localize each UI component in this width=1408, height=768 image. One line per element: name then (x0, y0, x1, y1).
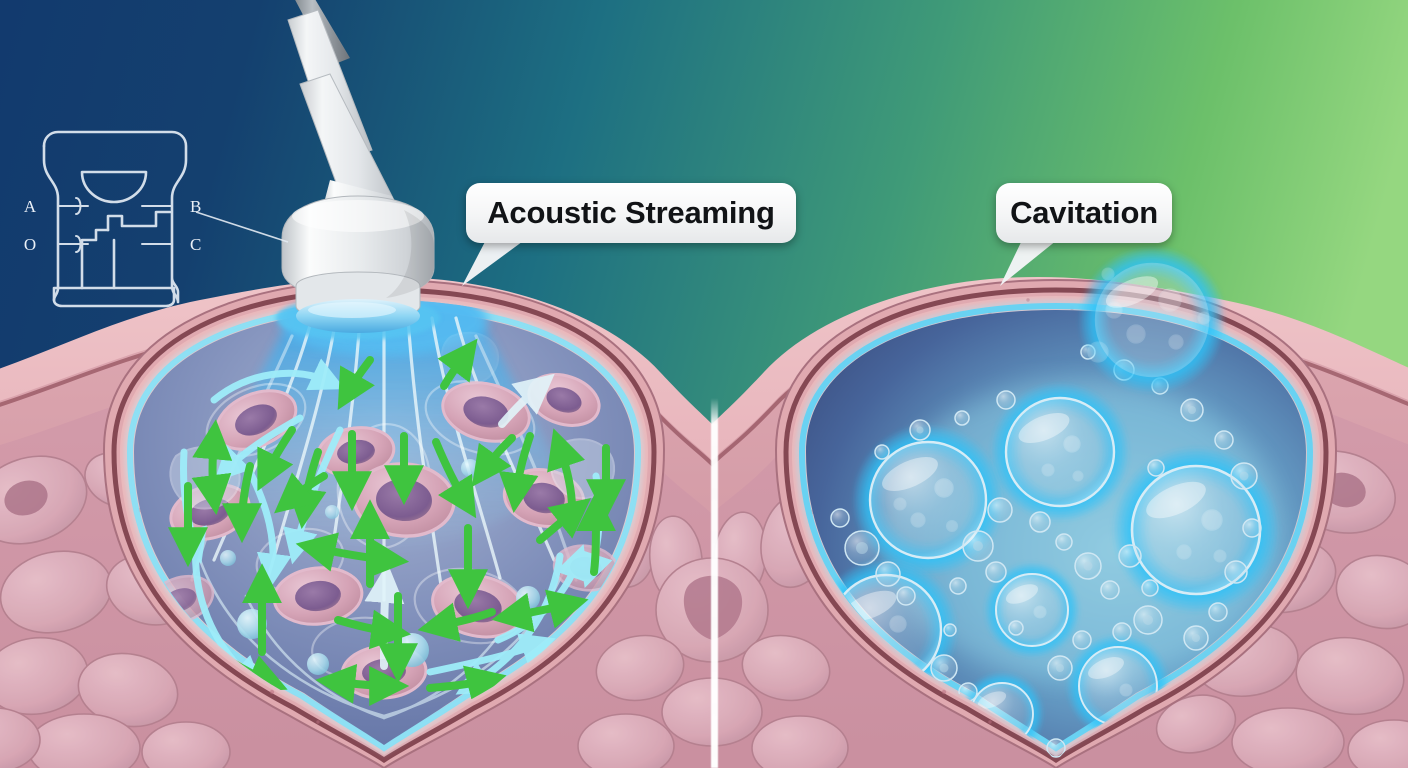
acoustic-streaming-callout-tail (462, 236, 530, 286)
schematic-leader-line (195, 211, 289, 243)
panel-divider (711, 398, 718, 768)
right-panel-cavitation (774, 246, 1338, 768)
callout-cavitation: Cavitation (996, 183, 1172, 243)
schematic-label-c: C (190, 235, 201, 254)
schematic-outline (42, 130, 188, 304)
schematic-bottom (52, 286, 176, 308)
ultrasound-transducer (276, 0, 440, 340)
bubble-inner-speckles (856, 406, 1249, 673)
bubble (990, 382, 1130, 522)
callout-cavitation-text: Cavitation (1010, 195, 1158, 230)
transducer-face-highlight (308, 302, 396, 318)
cavitation-callout-tail (1000, 236, 1062, 286)
left-panel-acoustic-streaming (102, 278, 666, 768)
bubble (984, 562, 1080, 658)
escaping-cavitation-bubble (1078, 246, 1226, 394)
right-cavity-dark-line (783, 287, 1329, 764)
corner-schematic (42, 130, 188, 308)
schematic-inner-step (106, 210, 172, 232)
callout-acoustic-streaming: Acoustic Streaming (466, 183, 796, 243)
schematic-inner-step2 (80, 228, 110, 290)
schematic-brace-a (75, 197, 82, 215)
transducer-head-top-highlight (292, 200, 424, 232)
schematic-label-b: B (190, 197, 201, 216)
schematic-label-o: O (24, 235, 36, 254)
transducer-head-shadow (386, 210, 434, 298)
schematic-bowl (80, 170, 148, 204)
callout-acoustic-streaming-text: Acoustic Streaming (487, 195, 775, 230)
schematic-label-a: A (24, 197, 37, 216)
green-effect-arrows (168, 338, 626, 706)
schematic-point-labels: A B O C (24, 197, 201, 254)
schematic-brace-o (75, 235, 82, 253)
